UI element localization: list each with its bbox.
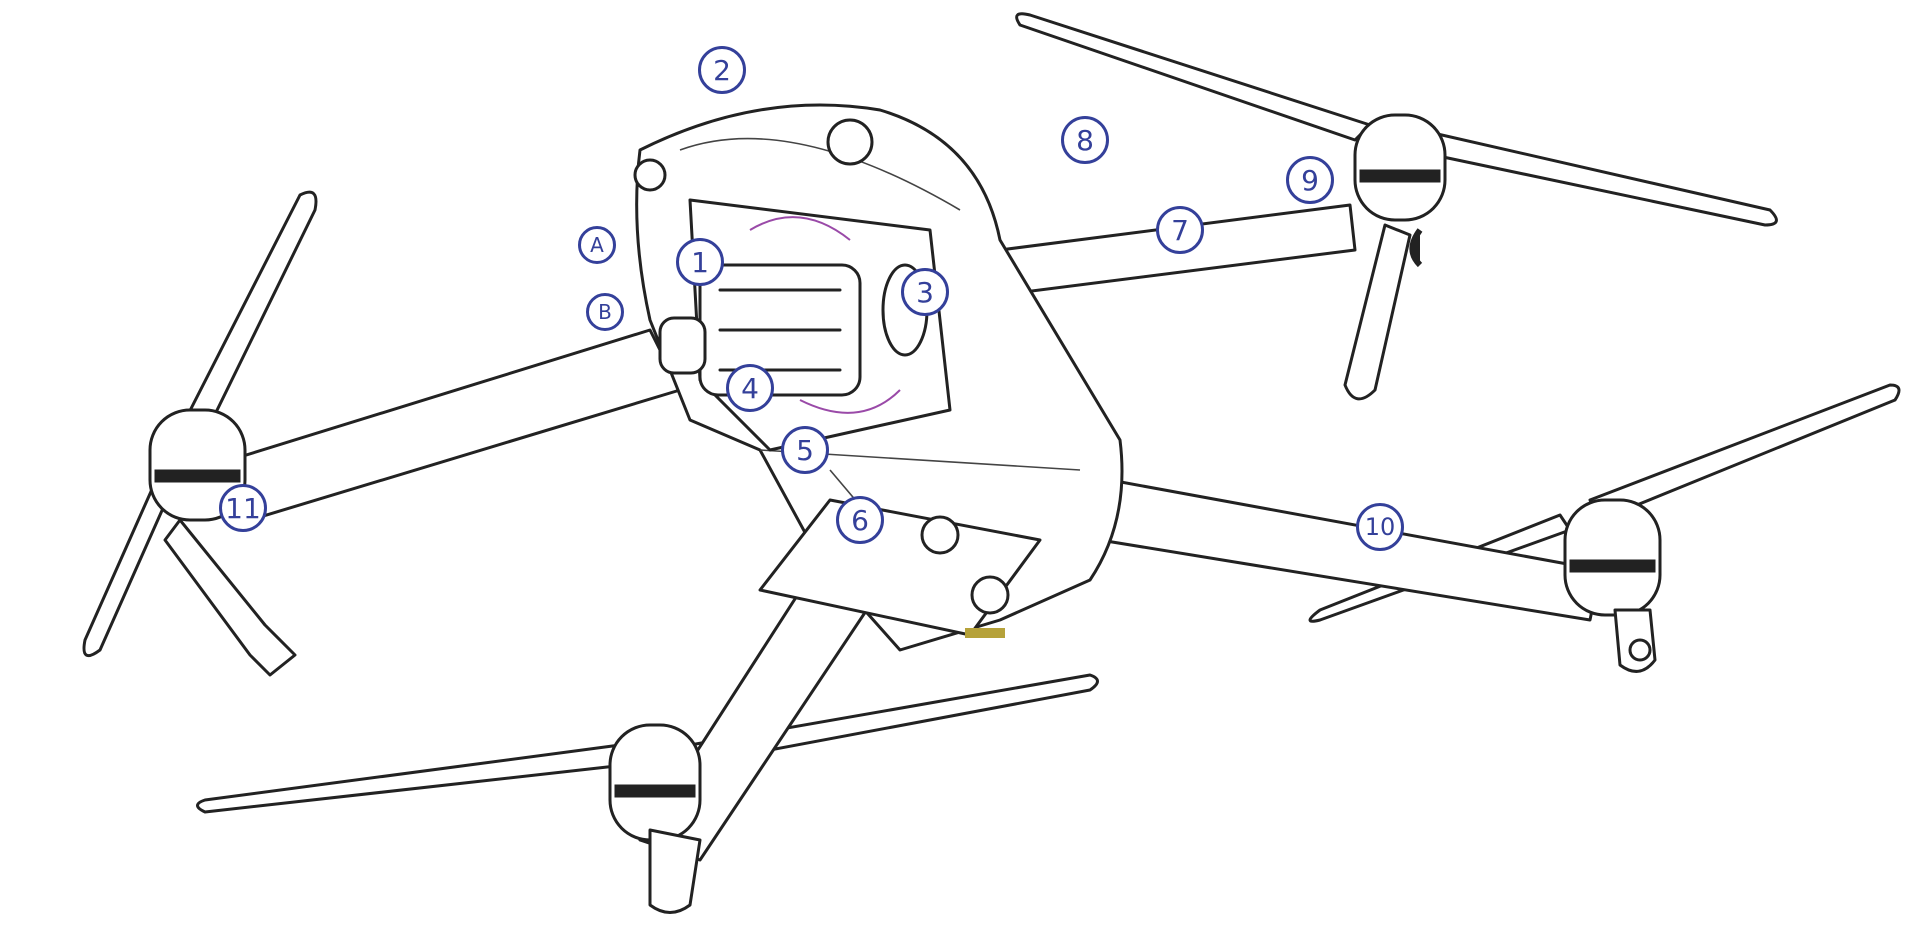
status-led bbox=[1628, 638, 1652, 662]
propeller-rear-left bbox=[196, 673, 1099, 814]
callout-b: B bbox=[586, 293, 624, 331]
callout-8: 8 bbox=[1061, 116, 1109, 164]
callout-a: A bbox=[578, 226, 616, 264]
callout-2: 2 bbox=[698, 46, 746, 94]
motor-front-left bbox=[148, 408, 247, 522]
motor-rear-left bbox=[608, 723, 702, 842]
callout-6: 6 bbox=[836, 496, 884, 544]
propeller-front-right bbox=[1015, 12, 1778, 227]
callout-11: 11 bbox=[219, 484, 267, 532]
downward-vision-sensors bbox=[758, 498, 1042, 638]
landing-leg-front-left bbox=[163, 518, 297, 677]
callout-1: 1 bbox=[676, 238, 724, 286]
callout-10: 10 bbox=[1356, 503, 1404, 551]
side-vision-sensor bbox=[633, 158, 667, 192]
callout-3: 3 bbox=[901, 268, 949, 316]
landing-leg-front-right bbox=[1343, 223, 1412, 401]
motor-rear-right bbox=[1563, 498, 1662, 617]
callout-4: 4 bbox=[726, 364, 774, 412]
callout-7: 7 bbox=[1156, 206, 1204, 254]
callout-5: 5 bbox=[781, 426, 829, 474]
propeller-front-left bbox=[82, 190, 318, 658]
landing-leg-rear-left bbox=[648, 828, 702, 914]
forward-vision-sensor bbox=[826, 118, 874, 166]
arm-front-left bbox=[228, 328, 682, 522]
motor-front-right bbox=[1353, 113, 1447, 222]
antenna bbox=[1409, 228, 1423, 268]
callout-9: 9 bbox=[1286, 156, 1334, 204]
